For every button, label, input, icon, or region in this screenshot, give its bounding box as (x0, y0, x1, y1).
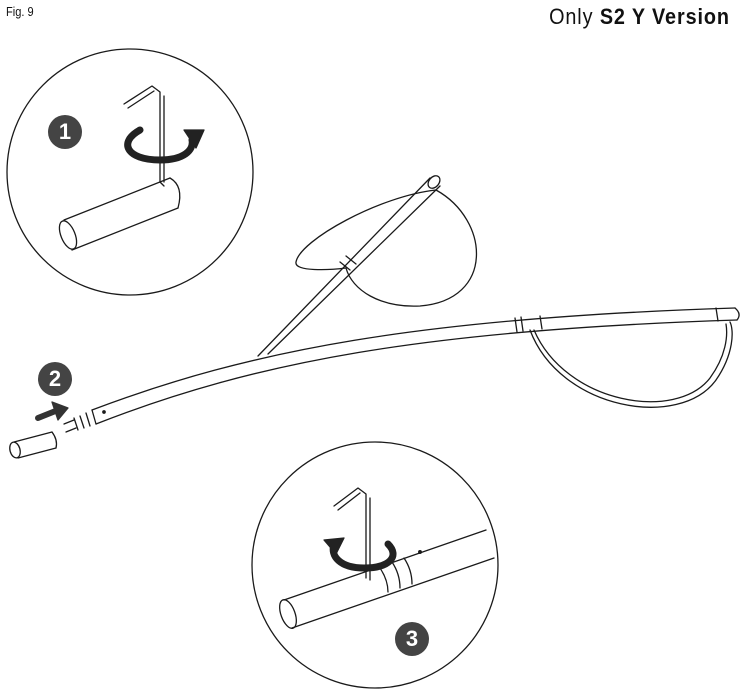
detail-circle-1 (6, 48, 254, 296)
lower-disc (529, 321, 733, 408)
figure-label: Fig. 9 (6, 4, 34, 19)
frame-tubes (63, 175, 740, 433)
upper-disc (295, 189, 478, 307)
tube-part (58, 177, 181, 251)
step-badge-1: 1 (48, 115, 82, 149)
rotate-arrow-icon (323, 537, 397, 572)
version-prefix: Only (549, 4, 594, 29)
version-note: Only S2 Y Version (549, 4, 730, 30)
hex-key-icon (123, 85, 165, 187)
rotate-arrow-icon (124, 126, 205, 164)
step-badge-3: 3 (395, 622, 429, 656)
version-name: S2 Y Version (599, 4, 730, 29)
step-badge-2: 2 (38, 362, 72, 396)
end-cap-part (9, 431, 58, 459)
insert-arrow-icon (35, 401, 69, 421)
detail-circle-3 (251, 441, 499, 689)
